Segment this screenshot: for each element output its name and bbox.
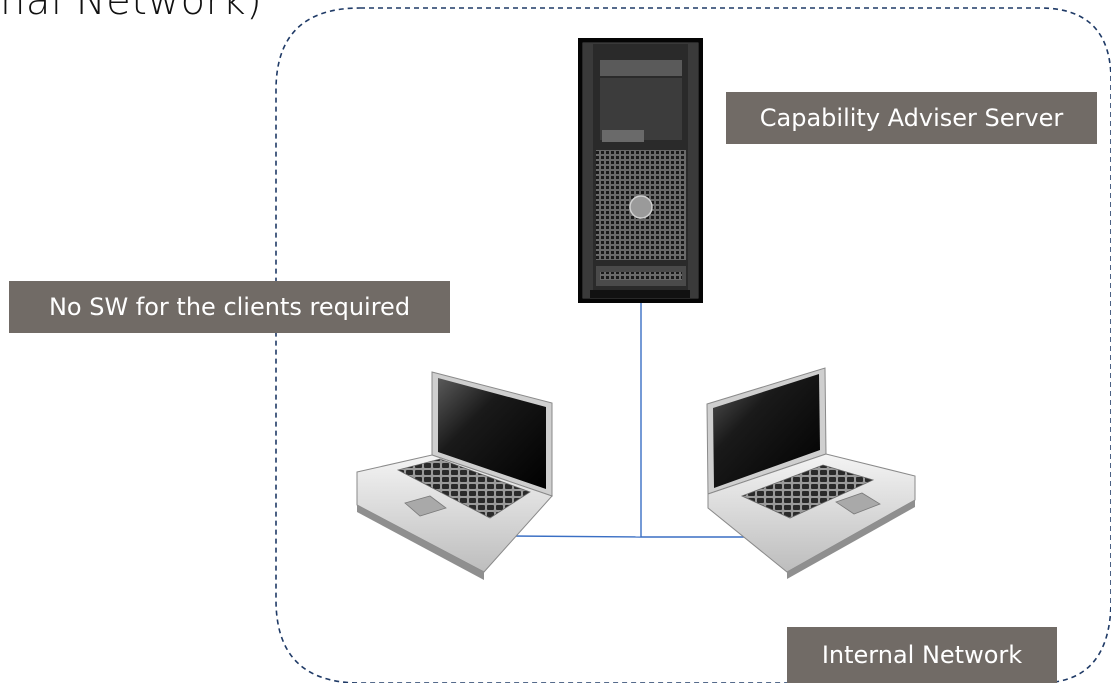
page-title-fragment: nal Network) — [0, 0, 263, 24]
connection-lines — [509, 303, 752, 538]
internal-network-boundary — [275, 7, 1111, 683]
left-laptop-link — [509, 535, 642, 538]
server-label: Capability Adviser Server — [726, 92, 1097, 144]
laptop-left-icon — [356, 371, 553, 580]
laptop-right-icon — [706, 367, 916, 579]
tower-server-icon — [578, 38, 703, 303]
network-label: Internal Network — [787, 627, 1057, 683]
clients-label: No SW for the clients required — [9, 281, 450, 333]
